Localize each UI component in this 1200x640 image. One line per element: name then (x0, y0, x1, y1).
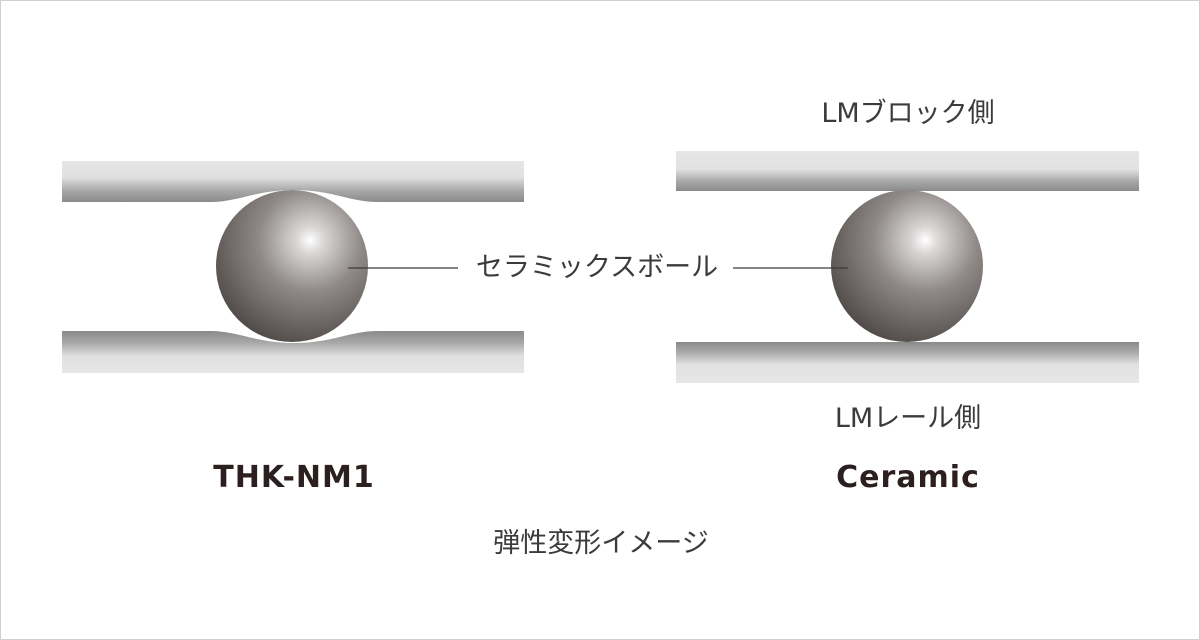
diagram-caption: 弾性変形イメージ (493, 528, 709, 559)
lower-plate-deformed (62, 331, 524, 373)
lm-rail-side-label: LMレール側 (834, 403, 982, 434)
ceramic-ball-label: セラミックスボール (475, 252, 719, 283)
lm-block-plate (676, 151, 1139, 191)
ceramic-illustration (676, 151, 1139, 383)
thk-nm1-illustration (62, 161, 524, 373)
thk-nm1-title: THK-NM1 (213, 460, 375, 495)
upper-plate-deformed (62, 161, 524, 202)
ceramic-title: Ceramic (836, 460, 980, 495)
ceramic-ball-left (216, 190, 368, 342)
lm-rail-plate (676, 342, 1139, 383)
lm-block-side-label: LMブロック側 (821, 98, 995, 129)
ceramic-ball-right (831, 190, 983, 342)
